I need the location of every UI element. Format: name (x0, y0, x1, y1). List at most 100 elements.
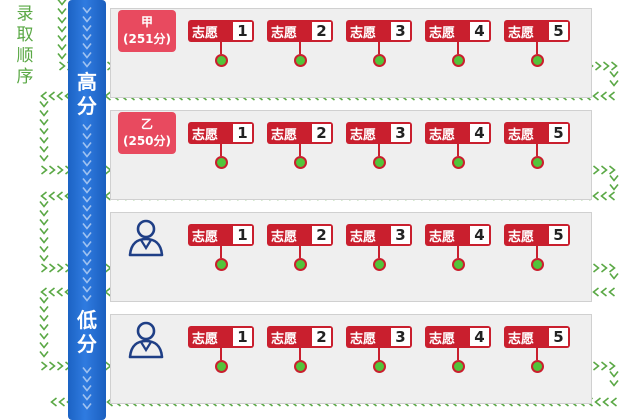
choice-number: 4 (470, 22, 489, 40)
choice-node (451, 258, 465, 271)
flow-chevron (601, 165, 608, 175)
flow-chevron (49, 165, 56, 175)
choice-node (372, 156, 386, 169)
choice-label: 志愿 (429, 25, 456, 41)
choice-label: 志愿 (350, 25, 377, 41)
flow-chevron (39, 101, 49, 108)
flow-chevron (56, 91, 63, 101)
choice-number: 1 (233, 226, 252, 244)
flow-chevron (57, 165, 64, 175)
low-score-char: 分 (77, 332, 97, 356)
flow-chevron (58, 397, 65, 407)
flow-chevron (609, 175, 619, 182)
flow-chevron (39, 342, 49, 349)
flow-chevron (609, 371, 619, 378)
flow-chevron (603, 61, 610, 71)
choice-number: 4 (470, 124, 489, 142)
flow-chevron (57, 0, 67, 6)
choice-label: 志愿 (192, 229, 219, 245)
flow-chevron (48, 287, 55, 297)
choice-connector (378, 42, 380, 54)
choice-node (293, 360, 307, 373)
choice-connector (378, 144, 380, 156)
flow-chevron (56, 191, 63, 201)
flow-chevron (82, 25, 92, 32)
choice-label: 志愿 (508, 25, 535, 41)
choice-node (293, 156, 307, 169)
flow-chevron (610, 397, 617, 407)
person-icon (126, 319, 166, 359)
flow-chevron (50, 397, 57, 407)
flow-chevron (57, 26, 67, 33)
flow-chevron (82, 250, 92, 257)
flow-chevron (39, 155, 49, 162)
choice-label: 志愿 (429, 331, 456, 347)
flow-chevron (82, 403, 92, 410)
flow-chevron (82, 169, 92, 176)
score-bar-chevrons (82, 7, 92, 410)
flow-chevron (602, 397, 609, 407)
flow-chevron (41, 361, 48, 371)
flow-chevron (595, 61, 602, 71)
admission-order-char: 取 (16, 25, 34, 45)
flow-chevron (82, 43, 92, 50)
flow-chevron (82, 286, 92, 293)
flow-chevron (39, 137, 49, 144)
choice-node (451, 54, 465, 67)
flow-chevron (39, 119, 49, 126)
choice-node (372, 360, 386, 373)
choice-number: 3 (391, 226, 410, 244)
flow-chevron (82, 178, 92, 185)
choice-node (214, 156, 228, 169)
choice-box: 志愿 1 (188, 224, 254, 246)
choice-number: 2 (312, 124, 331, 142)
choice-label: 志愿 (508, 229, 535, 245)
choice-connector (536, 144, 538, 156)
choice-label: 志愿 (192, 331, 219, 347)
flow-chevron (48, 91, 55, 101)
choice-connector (220, 348, 222, 360)
choice-label: 志愿 (271, 127, 298, 143)
flow-chevron (41, 165, 48, 175)
flow-chevron (82, 52, 92, 59)
flow-chevron (609, 71, 619, 78)
flow-chevron (39, 297, 49, 304)
flow-chevron (82, 133, 92, 140)
flow-chevron (82, 61, 92, 68)
flow-chevron (82, 295, 92, 302)
flow-chevron (601, 263, 608, 273)
flow-chevron (57, 263, 64, 273)
choice-number: 3 (391, 124, 410, 142)
choice-connector (378, 246, 380, 258)
flow-chevron (82, 214, 92, 221)
flow-chevron (82, 151, 92, 158)
choice-connector (220, 42, 222, 54)
choice-connector (457, 42, 459, 54)
flow-chevron (82, 376, 92, 383)
choice-label: 志愿 (429, 127, 456, 143)
choice-node (372, 54, 386, 67)
flow-chevron (41, 263, 48, 273)
choice-label: 志愿 (508, 127, 535, 143)
choice-box: 志愿 2 (267, 122, 333, 144)
choice-connector (536, 42, 538, 54)
flow-chevron (82, 160, 92, 167)
flow-chevron (39, 146, 49, 153)
flow-chevron (609, 80, 619, 87)
flow-chevron (40, 91, 47, 101)
flow-chevron (57, 361, 64, 371)
high-score-label: 高 分 (68, 70, 106, 118)
flow-chevron (608, 91, 615, 101)
flow-chevron (39, 210, 49, 217)
choice-connector (378, 348, 380, 360)
flow-chevron (59, 61, 66, 71)
flow-chevron (600, 191, 607, 201)
flow-chevron (40, 191, 47, 201)
flow-chevron (592, 191, 599, 201)
